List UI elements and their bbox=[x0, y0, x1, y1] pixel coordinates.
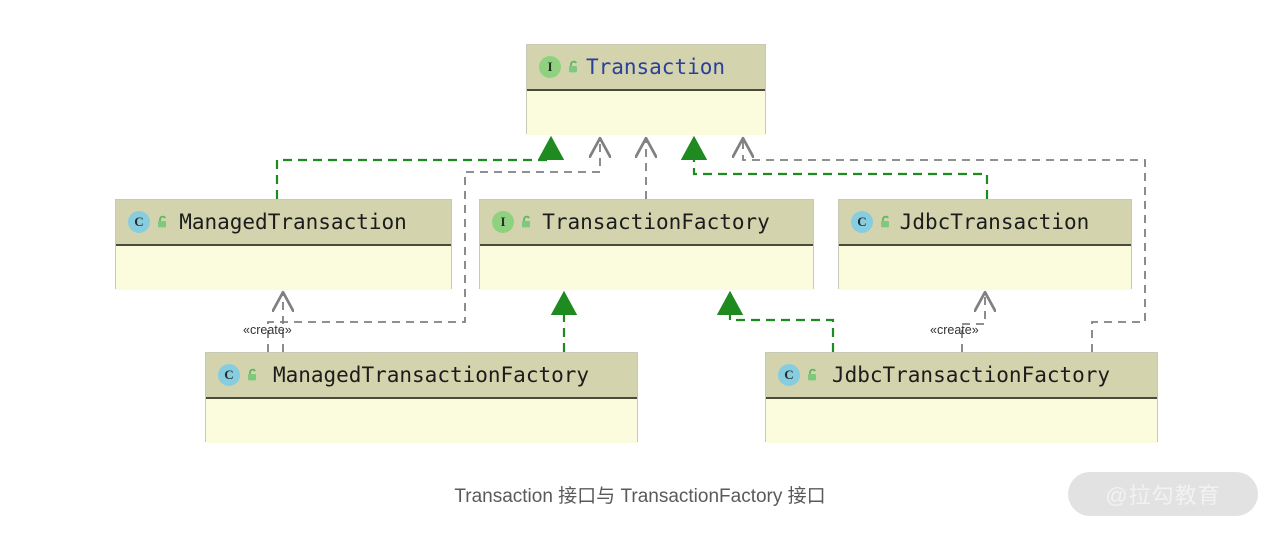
uml-node-header: C JdbcTransaction bbox=[839, 200, 1131, 246]
uml-node-members bbox=[206, 399, 637, 443]
edge-jdbc-transaction-factory-to-transaction-factory bbox=[716, 290, 835, 352]
uml-node-jdbc-transaction[interactable]: C JdbcTransaction bbox=[838, 199, 1132, 290]
edge-create-jdbc-transaction bbox=[961, 294, 985, 352]
edge-jdbc-transaction-factory-to-transaction bbox=[743, 140, 1146, 352]
uml-node-title: ManagedTransactionFactory bbox=[272, 363, 590, 387]
unlock-icon bbox=[878, 214, 894, 230]
uml-node-title: JdbcTransactionFactory bbox=[831, 363, 1111, 387]
uml-node-managed-transaction[interactable]: C ManagedTransaction bbox=[115, 199, 452, 290]
unlock-icon bbox=[245, 367, 261, 383]
uml-node-title: Transaction bbox=[585, 55, 726, 79]
class-icon: C bbox=[778, 364, 800, 386]
interface-icon: I bbox=[492, 211, 514, 233]
edge-label-create-right: «create» bbox=[930, 323, 979, 337]
edge-label-create-left: «create» bbox=[243, 323, 292, 337]
class-icon: C bbox=[218, 364, 240, 386]
uml-node-members bbox=[839, 246, 1131, 290]
uml-node-header: I Transaction bbox=[527, 45, 765, 91]
uml-node-header: I TransactionFactory bbox=[480, 200, 813, 246]
edge-managed-transaction-to-transaction bbox=[275, 135, 565, 199]
uml-node-members bbox=[480, 246, 813, 290]
unlock-icon bbox=[805, 367, 821, 383]
diagram-caption: Transaction 接口与 TransactionFactory 接口 bbox=[454, 486, 826, 507]
uml-node-jdbc-transaction-factory[interactable]: C JdbcTransactionFactory bbox=[765, 352, 1158, 443]
uml-node-transaction-factory[interactable]: I TransactionFactory bbox=[479, 199, 814, 290]
uml-node-title: ManagedTransaction bbox=[179, 210, 407, 234]
uml-node-transaction[interactable]: I Transaction bbox=[526, 44, 766, 135]
uml-node-header: C JdbcTransactionFactory bbox=[766, 353, 1157, 399]
uml-node-members bbox=[527, 91, 765, 135]
class-icon: C bbox=[128, 211, 150, 233]
uml-node-managed-transaction-factory[interactable]: C ManagedTransactionFactory bbox=[205, 352, 638, 443]
unlock-icon bbox=[566, 59, 582, 75]
unlock-icon bbox=[155, 214, 171, 230]
edge-managed-transaction-factory-to-transaction bbox=[267, 140, 600, 352]
watermark-badge: @拉勾教育 bbox=[1068, 472, 1258, 516]
edge-jdbc-transaction-to-transaction bbox=[680, 135, 989, 199]
uml-node-members bbox=[116, 246, 451, 290]
unlock-icon bbox=[519, 214, 535, 230]
uml-node-header: C ManagedTransaction bbox=[116, 200, 451, 246]
uml-node-title: JdbcTransaction bbox=[899, 210, 1090, 234]
class-icon: C bbox=[851, 211, 873, 233]
uml-node-header: C ManagedTransactionFactory bbox=[206, 353, 637, 399]
interface-icon: I bbox=[539, 56, 561, 78]
uml-node-members bbox=[766, 399, 1157, 443]
uml-node-title: TransactionFactory bbox=[542, 210, 770, 234]
